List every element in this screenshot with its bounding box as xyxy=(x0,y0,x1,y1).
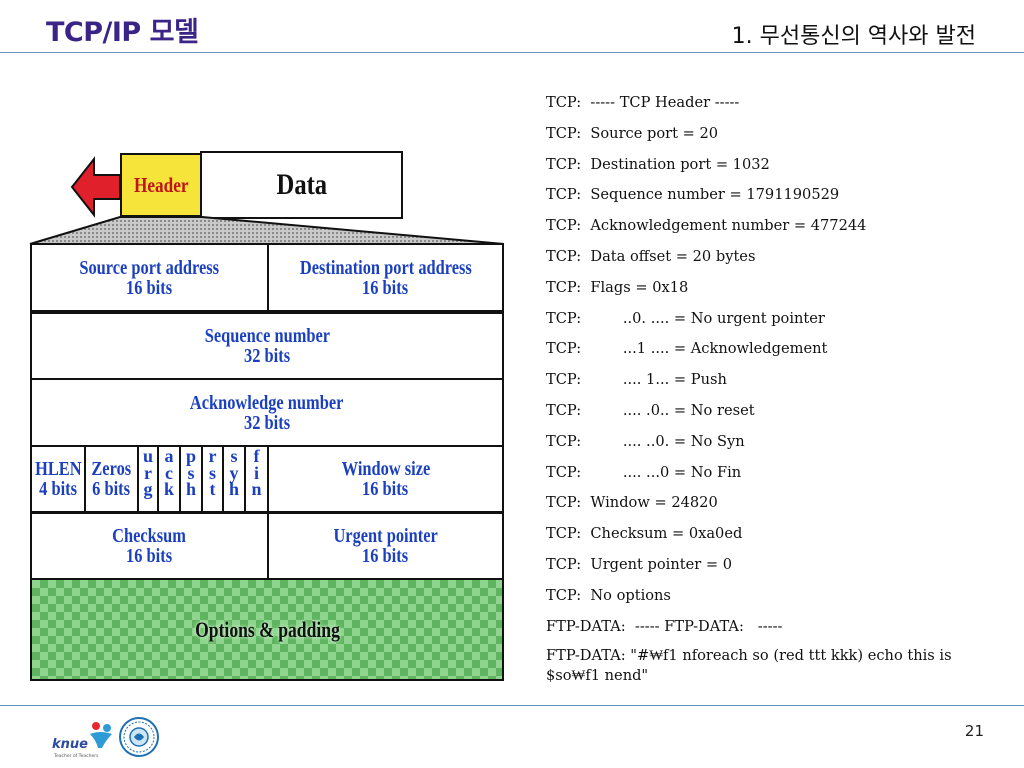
decode-line: TCP: ...1 .... = Acknowledgement xyxy=(546,340,828,358)
flag-char: s xyxy=(208,462,216,483)
university-seal-icon xyxy=(119,717,159,757)
flag-char: a xyxy=(164,446,174,466)
decode-line: FTP-DATA: ----- FTP-DATA: ----- xyxy=(546,617,783,635)
decode-line: TCP: No options xyxy=(546,586,671,604)
decode-line: TCP: .... .0.. = No reset xyxy=(546,401,755,419)
flag-ack: a c k xyxy=(157,445,181,513)
source-port-label: Source port address xyxy=(79,256,220,279)
source-port-bits: 16 bits xyxy=(126,276,173,299)
decode-line: FTP-DATA: "#₩f1 nforeach so (red ttt kkk… xyxy=(546,647,952,685)
flag-char: c xyxy=(165,462,173,483)
window-field: Window size 16 bits xyxy=(267,445,504,513)
dest-port-bits: 16 bits xyxy=(362,276,409,299)
options-field: Options & padding xyxy=(30,578,504,681)
decode-line: TCP: .... 1... = Push xyxy=(546,371,727,389)
knue-wordmark: knue xyxy=(52,737,88,752)
flag-rst: r s t xyxy=(201,445,224,513)
hlen-field: HLEN 4 bits xyxy=(30,445,86,513)
decode-line: TCP: Window = 24820 xyxy=(546,494,718,512)
header-expansion-shape xyxy=(29,216,505,245)
flag-syn: s y h xyxy=(222,445,246,513)
flag-char: r xyxy=(144,462,152,483)
decode-line: TCP: .... ..0. = No Syn xyxy=(546,432,745,450)
flag-urg: u r g xyxy=(137,445,159,513)
flag-char: y xyxy=(229,462,239,483)
page-number: 21 xyxy=(964,722,984,740)
flag-char: p xyxy=(185,446,196,466)
urgent-field: Urgent pointer 16 bits xyxy=(267,512,504,580)
window-bits: 16 bits xyxy=(362,478,409,500)
checksum-label: Checksum xyxy=(112,525,187,547)
urgent-bits: 16 bits xyxy=(362,545,409,567)
flag-char: g xyxy=(143,479,153,500)
left-arrow-icon xyxy=(70,156,121,218)
source-port-field: Source port address 16 bits xyxy=(30,243,269,312)
flag-char: k xyxy=(163,479,174,500)
hlen-label: HLEN xyxy=(34,458,82,480)
decode-line: TCP: Destination port = 1032 xyxy=(546,155,770,173)
hlen-bits: 4 bits xyxy=(39,478,77,500)
flag-char: i xyxy=(253,462,259,483)
flag-char: h xyxy=(228,479,239,500)
decode-line: TCP: Source port = 20 xyxy=(546,124,719,142)
decode-line: TCP: ----- TCP Header ----- xyxy=(546,94,740,111)
flag-psh: p s h xyxy=(179,445,203,513)
ack-field: Acknowledge number 32 bits xyxy=(30,378,504,447)
flag-char: s xyxy=(187,462,195,483)
decode-line: TCP: .... ...0 = No Fin xyxy=(546,463,742,481)
flag-char: t xyxy=(209,479,216,500)
decode-output: TCP: ----- TCP Header ----- TCP: Source p… xyxy=(546,92,986,685)
segment-data-box: Data xyxy=(200,151,403,219)
ack-label: Acknowledge number xyxy=(190,391,344,414)
zeros-field: Zeros 6 bits xyxy=(84,445,139,513)
decode-line: TCP: Checksum = 0xa0ed xyxy=(546,525,743,543)
slide-subtitle: 1. 무선통신의 역사와 발전 xyxy=(731,24,976,49)
flag-char: r xyxy=(208,446,217,466)
flag-char: u xyxy=(142,446,153,466)
bottom-rule xyxy=(0,705,1024,706)
decode-line: TCP: Urgent pointer = 0 xyxy=(546,555,733,573)
decode-line: TCP: Data offset = 20 bytes xyxy=(546,247,756,265)
slide-title: TCP/IP 모델 xyxy=(46,17,199,48)
decode-line: TCP: Acknowledgement number = 477244 xyxy=(546,217,867,235)
checksum-field: Checksum 16 bits xyxy=(30,512,269,580)
segment-header-label: Header xyxy=(133,172,189,197)
zeros-bits: 6 bits xyxy=(92,478,131,500)
top-rule xyxy=(0,52,1024,53)
window-label: Window size xyxy=(341,458,430,480)
flag-char: h xyxy=(185,479,196,500)
segment-data-label: Data xyxy=(276,168,327,201)
sequence-field: Sequence number 32 bits xyxy=(30,312,504,380)
knue-logo: knue Teacher of Teachers xyxy=(52,722,112,759)
decode-line: TCP: ..0. .... = No urgent pointer xyxy=(546,309,825,327)
ack-bits: 32 bits xyxy=(243,411,291,434)
flag-char: s xyxy=(230,446,238,466)
flag-char: f xyxy=(253,446,260,466)
zeros-label: Zeros xyxy=(91,458,132,480)
options-label: Options & padding xyxy=(194,616,340,642)
checksum-bits: 16 bits xyxy=(126,545,173,567)
knue-tagline: Teacher of Teachers xyxy=(53,753,99,759)
sequence-bits: 32 bits xyxy=(243,345,291,367)
urgent-label: Urgent pointer xyxy=(333,525,438,547)
segment-header-box: Header xyxy=(120,153,202,217)
decode-line: TCP: Flags = 0x18 xyxy=(546,278,689,296)
dest-port-field: Destination port address 16 bits xyxy=(267,243,504,312)
dest-port-label: Destination port address xyxy=(299,256,472,279)
sequence-label: Sequence number xyxy=(204,325,330,347)
flag-char: n xyxy=(251,479,262,500)
flag-fin: f i n xyxy=(244,445,269,513)
decode-line: TCP: Sequence number = 1791190529 xyxy=(546,186,840,204)
